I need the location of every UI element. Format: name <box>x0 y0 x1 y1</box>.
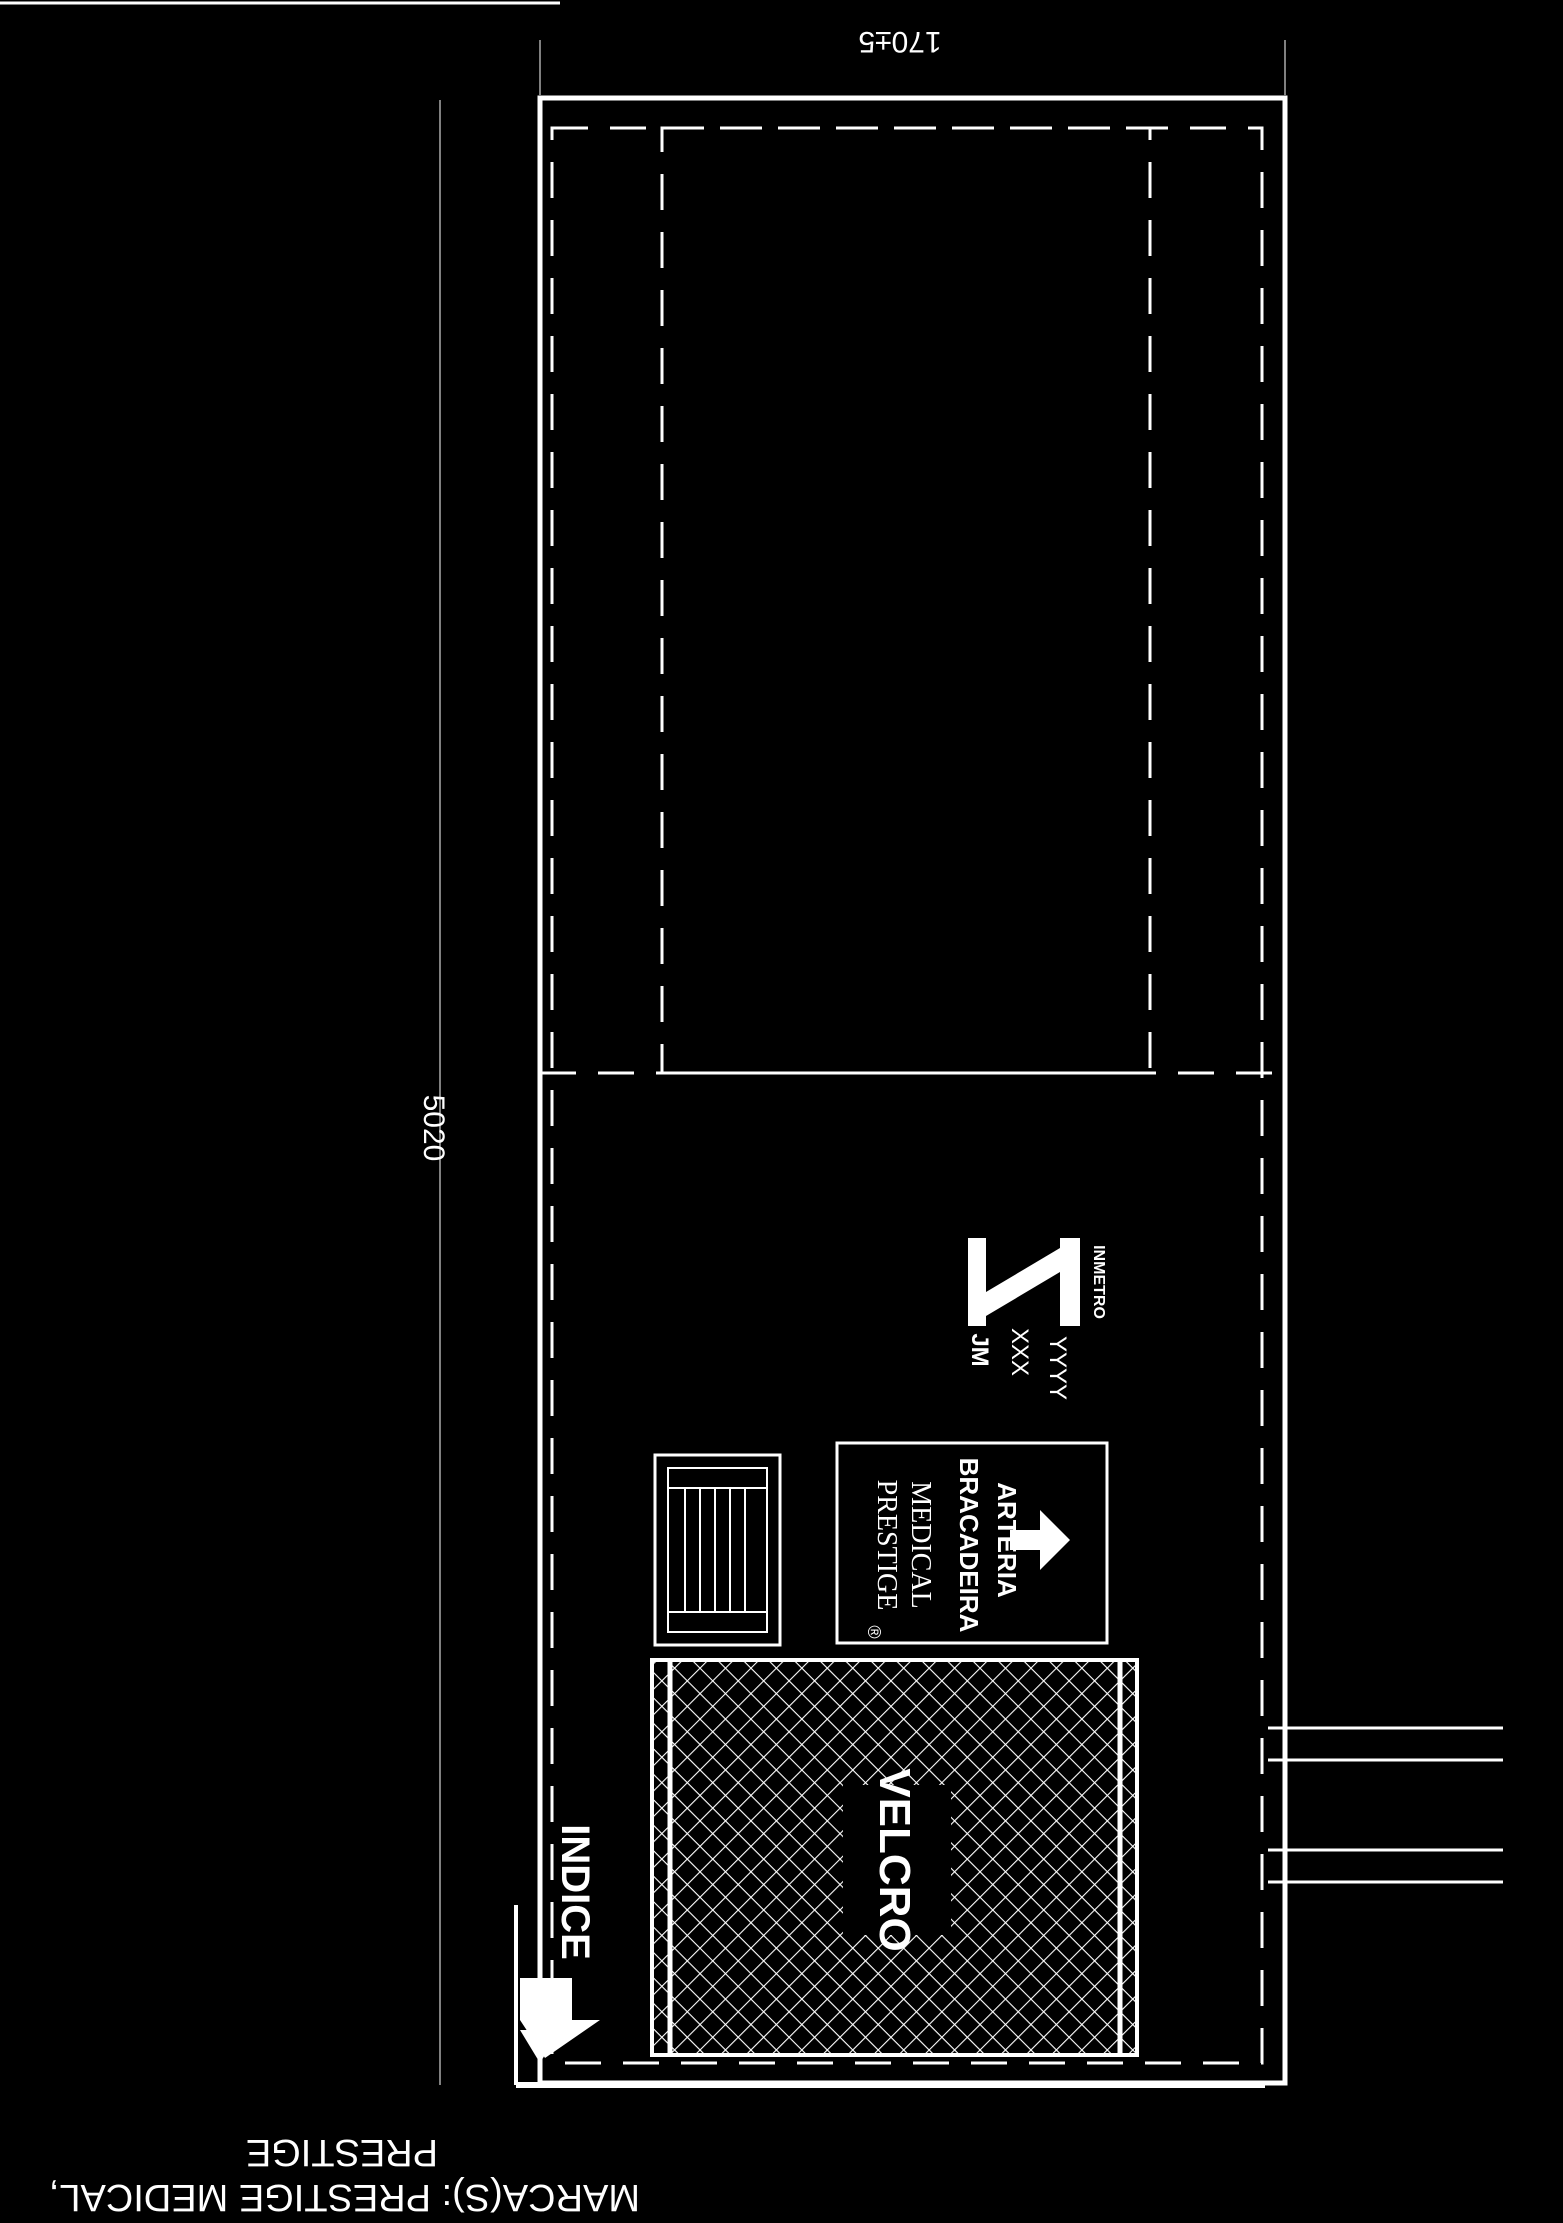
width-dimension-label: 170±5 <box>858 25 941 58</box>
scale-box <box>653 1453 782 1647</box>
velcro-label: VELCRO <box>870 1768 919 1951</box>
inmetro-logo-icon <box>968 1238 1080 1326</box>
footer-line-2: PRESTIGE <box>246 2131 438 2173</box>
velcro-area: VELCRO <box>650 1658 1139 2057</box>
arteria-label: ARTÉRIA <box>992 1482 1022 1598</box>
inmetro-mark: JM XXX YYYY INMETRO <box>966 1238 1107 1400</box>
brand-label-box: ARTÉRIA BRACADEIRA MEDICAL PRESTIGE ® <box>835 1441 1109 1645</box>
brand-medical: MEDICAL <box>905 1481 936 1609</box>
size-mark-label: YYYY <box>1044 1336 1071 1400</box>
width-dimension: 170±5 <box>539 25 1286 95</box>
jm-label: JM <box>966 1333 993 1366</box>
bracadeira-label: BRACADEIRA <box>954 1458 984 1633</box>
footer-line-1: MARCA(S): PRESTIGE MEDICAL, <box>49 2176 640 2218</box>
length-dimension: 5020 <box>417 100 450 2085</box>
indice-label: INDICE <box>553 1824 597 1960</box>
registered-mark: ® <box>864 1625 884 1638</box>
bladder-outline <box>660 126 1152 1075</box>
length-dimension-label: 5020 <box>417 1095 450 1162</box>
tubes <box>1268 1726 1503 1884</box>
inmetro-label: INMETRO <box>1090 1245 1107 1319</box>
index-marker: INDICE <box>520 1824 600 2063</box>
brand-prestige: PRESTIGE <box>871 1480 902 1611</box>
artery-arrow-icon <box>1010 1510 1070 1570</box>
xxx-label: XXX <box>1006 1328 1033 1376</box>
